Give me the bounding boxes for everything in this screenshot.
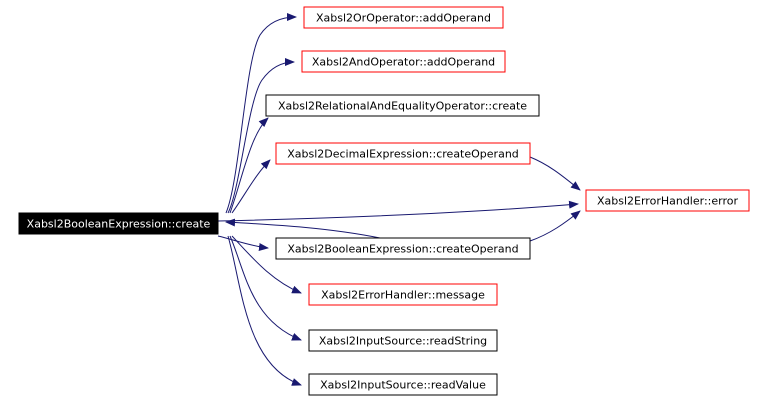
edge-root-to-dec-create-op	[231, 159, 271, 214]
node-box	[275, 142, 531, 165]
node-box	[275, 237, 531, 260]
node-box	[301, 50, 506, 73]
node-box	[308, 373, 498, 396]
node-err-message[interactable]: Xabsl2ErrorHandler::message	[308, 283, 498, 306]
node-box	[303, 6, 504, 29]
edge-root-to-and-add	[227, 58, 295, 214]
node-label: Xabsl2ErrorHandler::message	[321, 289, 485, 302]
edge-root-to-err-message	[231, 235, 302, 294]
node-read-value[interactable]: Xabsl2InputSource::readValue	[308, 373, 498, 396]
node-or-add[interactable]: Xabsl2OrOperator::addOperand	[303, 6, 504, 29]
edge-root-to-bool-create-op	[217, 235, 269, 251]
node-box	[308, 329, 498, 352]
node-dec-create-op[interactable]: Xabsl2DecimalExpression::createOperand	[275, 142, 531, 165]
node-label: Xabsl2InputSource::readValue	[320, 379, 486, 392]
edge-dec-create-op-to-err-error	[529, 156, 581, 191]
edge-root-to-read-value	[227, 235, 302, 386]
edge-bool-create-op-to-err-error	[529, 210, 581, 242]
node-label: Xabsl2RelationalAndEqualityOperator::cre…	[278, 100, 527, 113]
node-err-error[interactable]: Xabsl2ErrorHandler::error	[585, 189, 750, 212]
node-box	[18, 212, 219, 235]
node-box	[308, 283, 498, 306]
node-label: Xabsl2InputSource::readString	[319, 335, 487, 348]
node-root[interactable]: Xabsl2BooleanExpression::create	[18, 212, 219, 235]
edge-bool-create-op-to-root	[225, 218, 381, 239]
node-label: Xabsl2BooleanExpression::createOperand	[287, 243, 518, 256]
node-box	[265, 94, 540, 117]
node-label: Xabsl2AndOperator::addOperand	[312, 56, 495, 69]
node-and-add[interactable]: Xabsl2AndOperator::addOperand	[301, 50, 506, 73]
node-rel-create[interactable]: Xabsl2RelationalAndEqualityOperator::cre…	[265, 94, 540, 117]
node-bool-create-op[interactable]: Xabsl2BooleanExpression::createOperand	[275, 237, 531, 260]
node-label: Xabsl2BooleanExpression::create	[27, 218, 211, 231]
edge-root-to-err-error	[217, 200, 579, 222]
nodes-layer: Xabsl2BooleanExpression::create Xabsl2OrO…	[18, 6, 750, 396]
node-read-string[interactable]: Xabsl2InputSource::readString	[308, 329, 498, 352]
node-label: Xabsl2OrOperator::addOperand	[316, 12, 491, 25]
node-box	[585, 189, 750, 212]
node-label: Xabsl2ErrorHandler::error	[597, 195, 738, 208]
edges-layer	[217, 13, 581, 386]
edge-root-to-rel-create	[229, 117, 269, 214]
edge-root-to-or-add	[225, 13, 297, 214]
node-label: Xabsl2DecimalExpression::createOperand	[287, 148, 519, 161]
edge-root-to-read-string	[229, 235, 302, 341]
